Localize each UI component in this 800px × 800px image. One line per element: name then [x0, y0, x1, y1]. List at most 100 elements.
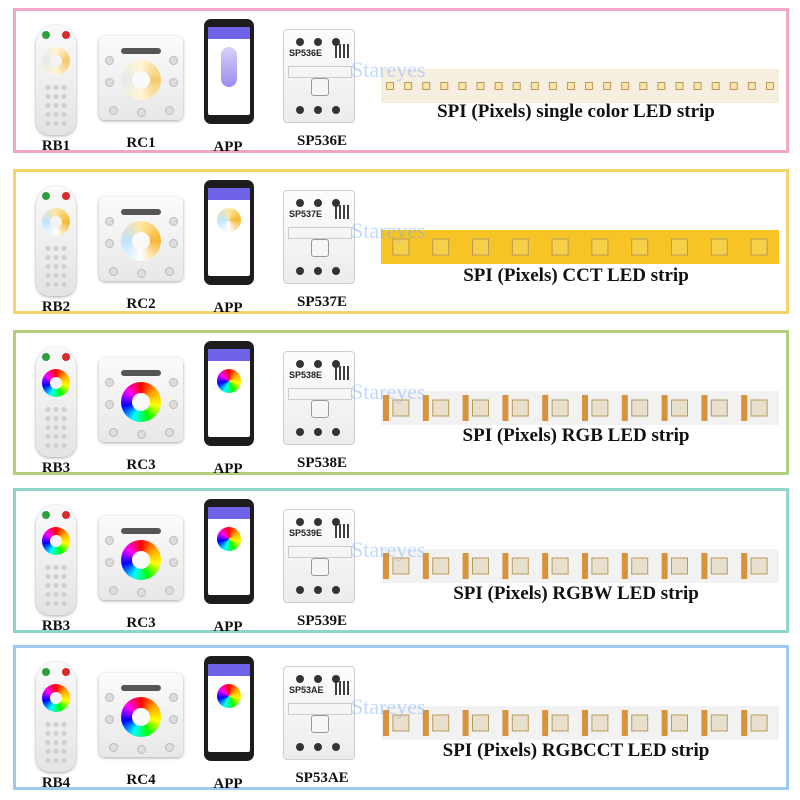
- panel-label: RC1: [126, 135, 156, 151]
- remote-label: RB3: [41, 618, 71, 634]
- power-on-icon: [42, 192, 50, 200]
- terminal-icon: [296, 38, 304, 46]
- led-chip: [440, 82, 449, 90]
- strip-caption: SPI (Pixels) CCT LED strip: [463, 265, 689, 286]
- spec-table: [288, 546, 352, 558]
- led-chip: [710, 238, 728, 256]
- panel-key-icon: [169, 693, 178, 702]
- led-chip: [392, 714, 410, 732]
- led-chip: [711, 82, 720, 90]
- remote-control: [36, 347, 76, 457]
- color-picker-icon: [217, 369, 241, 393]
- terminal-icon: [332, 428, 340, 436]
- solder-pad: [502, 710, 509, 736]
- app-header: [208, 188, 250, 200]
- panel-key-icon: [169, 536, 178, 545]
- app-header: [208, 349, 250, 361]
- panel-key-icon: [165, 106, 174, 115]
- solder-pad: [502, 395, 509, 421]
- led-chip: [512, 82, 521, 90]
- controller-name: SP53AE: [289, 685, 324, 695]
- panel-key-icon: [105, 558, 114, 567]
- terminal-icon: [296, 360, 304, 368]
- power-off-icon: [62, 31, 70, 39]
- led-chip: [551, 238, 569, 256]
- watermark: Stareyes: [351, 379, 426, 404]
- remote-control: [36, 662, 76, 772]
- panel-key-icon: [165, 743, 174, 752]
- controller-label: SP537E: [296, 294, 347, 310]
- solder-pad: [542, 710, 549, 736]
- solder-pad: [383, 395, 389, 421]
- app-screen: [208, 349, 250, 437]
- keypad-icon: [44, 405, 68, 451]
- controller-box: SP536E: [283, 29, 355, 123]
- led-chip: [631, 714, 649, 732]
- solder-pad: [621, 553, 628, 579]
- brightness-bar: [121, 685, 161, 691]
- power-off-icon: [62, 353, 70, 361]
- wall-panel: [99, 516, 183, 600]
- brightness-bar: [121, 528, 161, 534]
- panel-key-icon: [105, 715, 114, 724]
- panel-key-icon: [165, 586, 174, 595]
- controller-box: SP539E: [283, 509, 355, 603]
- button-icon: [311, 715, 329, 733]
- panel-key-icon: [109, 428, 118, 437]
- power-on-icon: [42, 511, 50, 519]
- color-wheel-icon: [42, 369, 70, 397]
- led-chip: [422, 82, 431, 90]
- panel-key-icon: [137, 269, 146, 278]
- solder-pad: [582, 395, 588, 421]
- led-chip: [710, 557, 728, 575]
- terminal-icon: [332, 743, 340, 751]
- remote-control: [36, 25, 76, 135]
- led-chip: [675, 82, 684, 90]
- app-header: [208, 507, 250, 519]
- solder-pad: [542, 395, 549, 421]
- terminal-icon: [296, 106, 304, 114]
- led-chip: [472, 557, 489, 575]
- led-chip: [591, 399, 609, 417]
- terminal-icon: [332, 106, 340, 114]
- solder-pad: [422, 710, 429, 736]
- terminal-icon: [332, 267, 340, 275]
- led-chip: [671, 399, 688, 417]
- solder-pad: [621, 395, 628, 421]
- led-chip: [591, 238, 609, 256]
- app-label: APP: [213, 300, 243, 316]
- spec-table: [288, 388, 352, 400]
- terminal-icon: [314, 743, 322, 751]
- app-label: APP: [213, 776, 243, 792]
- led-chip: [693, 82, 702, 90]
- remote-label: RB4: [41, 775, 71, 791]
- panel-key-icon: [105, 378, 114, 387]
- terminal-icon: [314, 428, 322, 436]
- strip-caption: SPI (Pixels) RGBW LED strip: [453, 583, 699, 604]
- terminal-icon: [296, 199, 304, 207]
- remote-control: [36, 505, 76, 615]
- led-chip: [750, 399, 768, 417]
- color-wheel-icon: [121, 60, 161, 100]
- qr-code-icon: [335, 366, 349, 380]
- panel-key-icon: [169, 715, 178, 724]
- spec-table: [288, 703, 352, 715]
- terminal-icon: [296, 743, 304, 751]
- keypad-icon: [44, 83, 68, 129]
- led-chip: [750, 557, 768, 575]
- terminal-icon: [296, 586, 304, 594]
- panel-key-icon: [169, 378, 178, 387]
- led-strip: [381, 391, 779, 425]
- remote-label: RB3: [41, 460, 71, 476]
- solder-pad: [661, 553, 668, 579]
- strip-caption: SPI (Pixels) RGB LED strip: [462, 425, 690, 446]
- led-chip: [729, 82, 738, 90]
- button-icon: [311, 78, 329, 96]
- terminal-icon: [314, 586, 322, 594]
- color-wheel-icon: [42, 208, 70, 236]
- panel-key-icon: [109, 267, 118, 276]
- led-strip: [381, 230, 779, 264]
- app-label: APP: [213, 619, 243, 635]
- keypad-icon: [44, 244, 68, 290]
- app-screen: [208, 664, 250, 752]
